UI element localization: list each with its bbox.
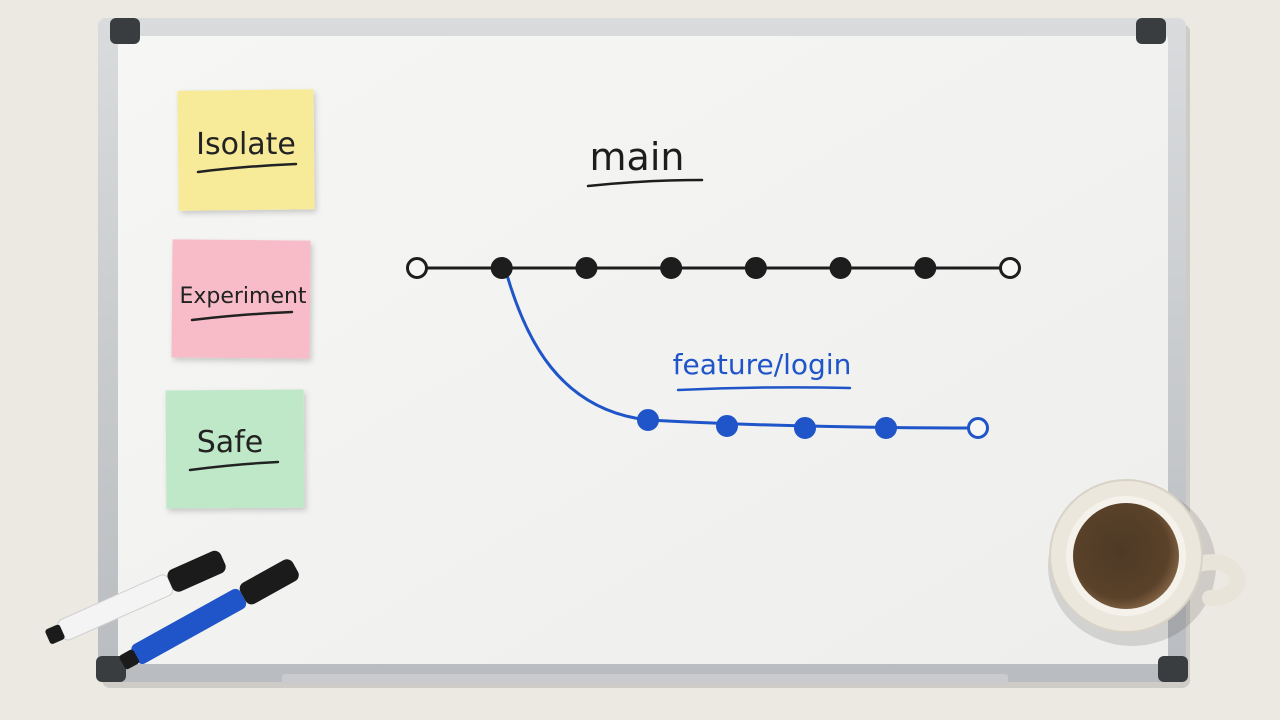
main-commit-4 xyxy=(660,257,683,279)
frame-corner-top-left xyxy=(110,18,140,44)
sticky-note-experiment: Experiment xyxy=(171,239,311,359)
whiteboard-surface xyxy=(118,36,1168,664)
blue-marker xyxy=(119,559,299,670)
feature-commit-4 xyxy=(875,417,897,439)
black-marker xyxy=(45,550,226,644)
feature-commits xyxy=(637,409,989,439)
note-label: Isolate xyxy=(196,127,296,162)
note-label: Experiment xyxy=(179,284,306,309)
note-underline xyxy=(188,460,280,472)
feature-label-underline xyxy=(676,386,852,392)
main-commit-1 xyxy=(406,257,428,279)
main-commit-6 xyxy=(829,257,852,279)
note-underline xyxy=(190,310,294,322)
main-commit-5 xyxy=(744,257,767,279)
feature-commit-5 xyxy=(967,417,989,439)
sticky-note-isolate: Isolate xyxy=(177,89,315,211)
coffee-mug-icon xyxy=(1048,479,1246,646)
note-underline xyxy=(196,162,298,174)
feature-commit-2 xyxy=(716,415,738,437)
frame-corner-bottom-right xyxy=(1158,656,1188,682)
main-commit-8 xyxy=(999,257,1021,279)
main-commits xyxy=(406,257,1021,279)
feature-commit-3 xyxy=(794,417,816,439)
main-branch-label: main xyxy=(590,135,685,179)
feature-branch-label: feature/login xyxy=(673,348,852,381)
sticky-note-safe: Safe xyxy=(165,389,305,509)
main-commit-2 xyxy=(490,257,513,279)
main-commit-3 xyxy=(575,257,598,279)
frame-corner-bottom-left xyxy=(96,656,126,682)
main-label-underline xyxy=(586,178,704,188)
marker-tray xyxy=(282,674,1008,684)
frame-corner-top-right xyxy=(1136,18,1166,44)
note-label: Safe xyxy=(197,425,263,460)
main-commit-7 xyxy=(914,257,937,279)
feature-commit-1 xyxy=(637,409,659,431)
